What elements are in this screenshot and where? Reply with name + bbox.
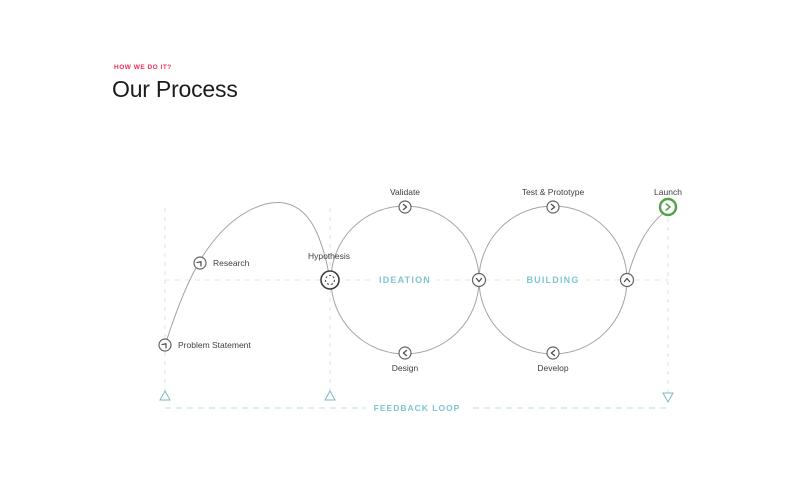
step-label-hypothesis: Hypothesis [307,251,351,261]
chevron-up-icon [623,277,631,283]
phase-label-ideation: IDEATION [373,274,437,286]
step-label-test-prototype: Test & Prototype [521,187,585,197]
arrow-down-icon [662,392,674,404]
chevron-right-icon [665,203,671,211]
chevron-left-icon [402,349,408,357]
node-validate [398,200,412,214]
chevron-right-icon [550,203,556,211]
curve-discovery [164,202,331,346]
node-research [193,256,207,270]
chevron-down-icon [475,277,483,283]
node-building-exit [619,272,635,288]
step-label-problem-statement: Problem Statement [178,340,251,350]
chevron-left-icon [550,349,556,357]
step-label-research: Research [213,258,250,268]
node-launch [658,197,678,217]
node-hypothesis [320,270,340,290]
dashed-ring-icon [324,274,336,286]
phase-label-building: BUILDING [520,274,586,286]
node-test-prototype [546,200,560,214]
feedback-loop-label: FEEDBACK LOOP [365,402,469,414]
curve-to-launch [626,209,669,281]
node-develop [546,346,560,360]
arrow-up-icon [159,389,171,401]
chevron-up-right-icon [196,261,202,267]
step-label-design: Design [391,363,419,373]
chevron-right-icon [402,203,408,211]
page-title: Our Process [112,76,238,102]
section-eyebrow: HOW WE DO IT? [114,64,172,71]
arrow-up-icon [324,389,336,401]
step-label-launch: Launch [654,187,682,197]
step-label-develop: Develop [537,363,569,373]
step-label-validate: Validate [389,187,421,197]
node-design [398,346,412,360]
node-problem-statement [158,338,172,352]
node-loop-junction [471,272,487,288]
chevron-up-right-icon [161,343,167,349]
